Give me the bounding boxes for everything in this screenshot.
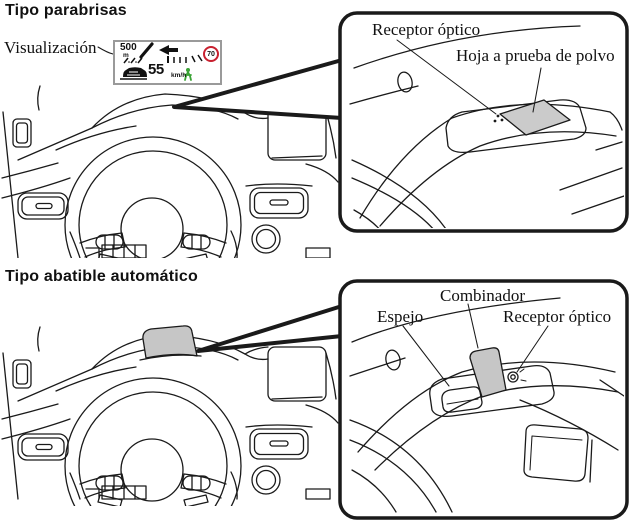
callout1-illustration — [349, 25, 624, 228]
combiner-raised-shape — [469, 347, 507, 398]
receptor-leader-line-2 — [516, 325, 549, 373]
hud-speed-value: 55 — [148, 61, 164, 78]
hud-display: 500 m 55 km/h 70 — [113, 40, 222, 85]
vehicle-ahead-icon — [120, 67, 147, 80]
speed-limit-sign: 70 — [203, 46, 219, 62]
callout-pointer-2 — [196, 304, 344, 353]
hud-icons — [120, 42, 210, 81]
section-title-parabrisas: Tipo parabrisas — [5, 2, 127, 19]
dashboard-illustration-flipup — [1, 326, 339, 506]
approach-ticks-icon — [123, 57, 143, 64]
mirror-shape — [441, 386, 483, 413]
hoja-prueba-polvo-label: Hoja a prueba de polvo — [456, 46, 615, 65]
receptor-optico-label-2: Receptor óptico — [503, 307, 612, 326]
dust-proof-sheet-shape — [499, 99, 571, 136]
callout2-illustration — [349, 297, 624, 513]
section-title-abatible: Tipo abatible automático — [5, 268, 198, 285]
combinador-label: Combinador — [440, 286, 525, 305]
combiner-shape — [139, 325, 202, 361]
hud-speed-unit: km/h — [171, 72, 187, 79]
speed-limit-value: 70 — [207, 50, 215, 58]
green-walker-icon — [184, 68, 192, 81]
visualizacion-leader-line — [97, 46, 114, 55]
turn-slash-icon — [139, 42, 154, 59]
visualizacion-label: Visualización — [4, 38, 97, 57]
callout-box-flipup — [338, 279, 629, 520]
hud-distance-unit: m — [123, 52, 129, 59]
combinador-leader-line — [467, 303, 479, 349]
navigation-arrow-icon — [159, 45, 178, 63]
hud-distance-value: 500 — [120, 42, 137, 53]
receptor-leader-line-1 — [396, 39, 497, 115]
hoja-leader-line — [532, 67, 542, 113]
receptor-optico-label-1: Receptor óptico — [372, 20, 481, 39]
espejo-leader-line — [402, 325, 450, 387]
callout-box-windshield — [338, 11, 629, 233]
espejo-label: Espejo — [377, 307, 424, 326]
